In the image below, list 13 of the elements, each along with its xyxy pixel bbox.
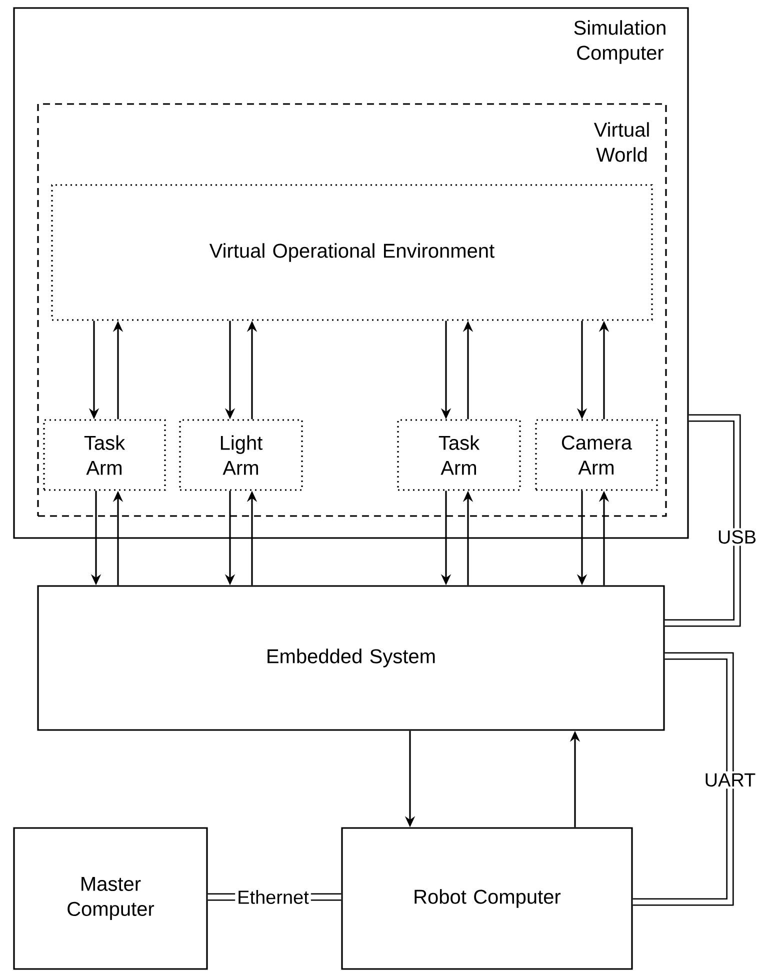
process-box: Task Arm xyxy=(397,419,521,491)
edge-label: UART xyxy=(702,771,758,789)
process-box: Master Computer xyxy=(13,827,208,970)
process-box: Embedded System xyxy=(37,585,665,731)
process-box: Task Arm xyxy=(43,419,166,491)
process-box: Robot Computer xyxy=(341,827,633,970)
connector xyxy=(664,414,741,627)
edge-label: USB xyxy=(715,528,759,546)
process-box: Virtual Operational Environment xyxy=(51,184,653,321)
connector xyxy=(632,652,734,906)
process-box: Camera Arm xyxy=(535,419,658,491)
process-box: Light Arm xyxy=(179,419,303,491)
edge-label: Ethernet xyxy=(235,888,311,906)
